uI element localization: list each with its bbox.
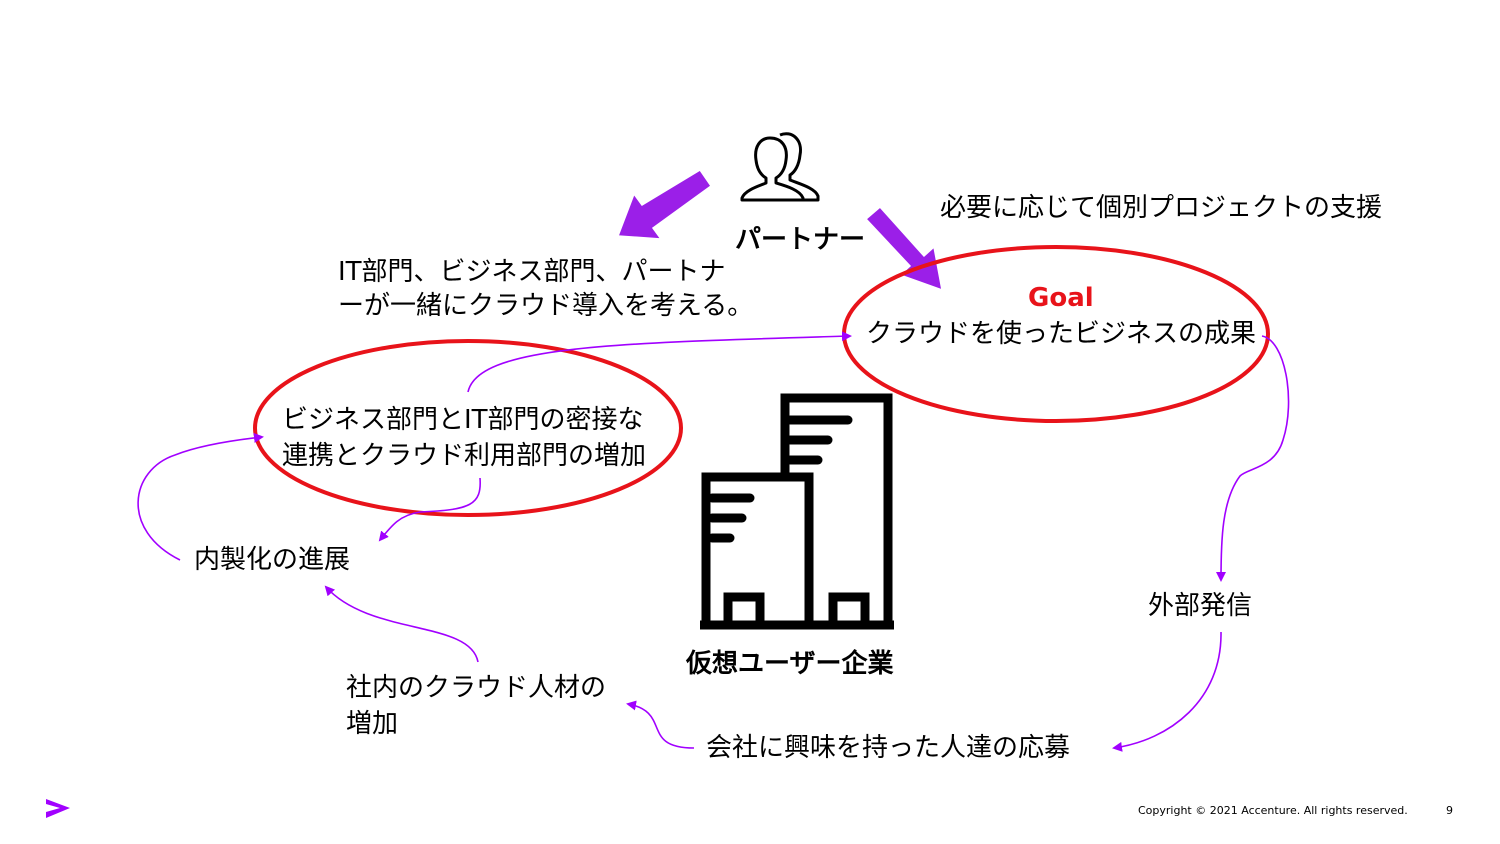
arrow-insourcing-to-business [137,432,264,561]
arrow-talent-to-insourcing [324,585,479,663]
business-it-text-line2: 連携とクラウド利用部門の増加 [282,441,647,471]
partner-arrow-right [864,205,943,292]
arrow-business-to-insourcing [378,477,481,542]
company-label: 仮想ユーザー企業 [686,649,894,679]
external-text: 外部発信 [1148,591,1253,621]
business-it-ellipse [253,339,683,517]
arrow-applicants-to-talent [626,700,695,749]
copyright-text: Copyright © 2021 Accenture. All rights r… [1138,804,1408,817]
goal-title: Goal [1028,283,1094,313]
applicants-text: 会社に興味を持った人達の応募 [706,733,1071,763]
business-it-text-line1: ビジネス部門とIT部門の密接な [282,405,644,435]
page-number: 9 [1446,804,1453,817]
arrow-goal-to-external [1216,335,1290,582]
goal-text: クラウドを使ったビジネスの成果 [866,319,1257,349]
collaboration-text-line1: IT部門、ビジネス部門、パートナ [338,257,726,287]
partner-label: パートナー [735,225,866,255]
collaboration-text-line2: ーが一緒にクラウド導入を考える。 [338,291,754,321]
insourcing-text: 内製化の進展 [194,545,351,575]
talent-text-line2: 増加 [346,709,399,739]
building-icon [700,393,894,630]
arrow-external-to-applicants [1112,631,1222,752]
people-icon [740,132,820,202]
accenture-logo-icon [46,799,70,818]
partner-arrow-left [616,168,713,240]
arrow-to-goal [467,331,852,393]
support-text: 必要に応じて個別プロジェクトの支援 [940,193,1383,223]
talent-text-line1: 社内のクラウド人材の [346,673,607,703]
